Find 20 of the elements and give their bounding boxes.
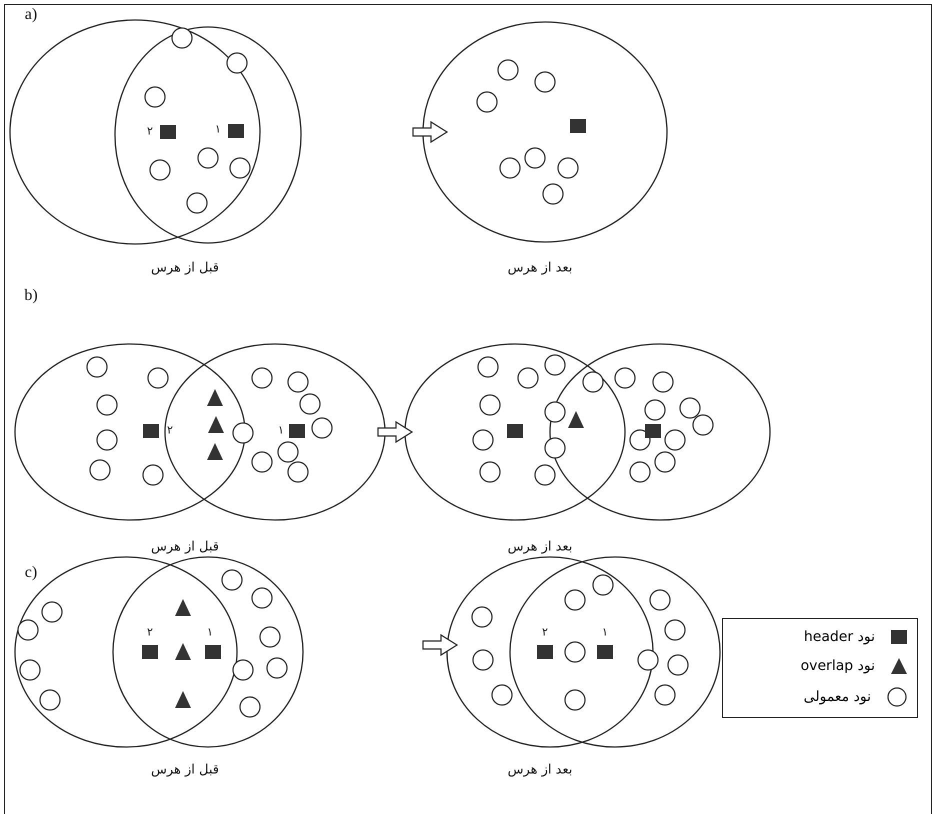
stage-caption: بعد از هرس	[508, 540, 572, 554]
index-number: ۱	[278, 424, 284, 436]
legend-text: نود overlap	[800, 658, 875, 674]
legend-text: نود معمولی	[804, 688, 871, 705]
legend-text: نود header	[804, 629, 875, 646]
index-number: ۲	[147, 124, 153, 138]
panel-label: a)	[24, 6, 38, 24]
index-number: ۲	[167, 424, 173, 436]
panel-label: c)	[24, 564, 38, 582]
stage-caption: بعد از هرس	[508, 762, 572, 778]
index-number: ۲	[147, 626, 153, 638]
stage-caption: بعد از هرس	[508, 260, 572, 276]
stage-caption: قبل از هرس	[150, 260, 220, 276]
panel-label: b)	[24, 287, 38, 305]
index-number: ۱	[602, 626, 608, 638]
stage-caption: قبل از هرس	[150, 540, 220, 554]
stage-caption: قبل از هرس	[150, 762, 220, 778]
index-number: ۲	[542, 626, 548, 638]
index-number: ۱	[215, 122, 221, 136]
index-number: ۱	[207, 626, 213, 638]
